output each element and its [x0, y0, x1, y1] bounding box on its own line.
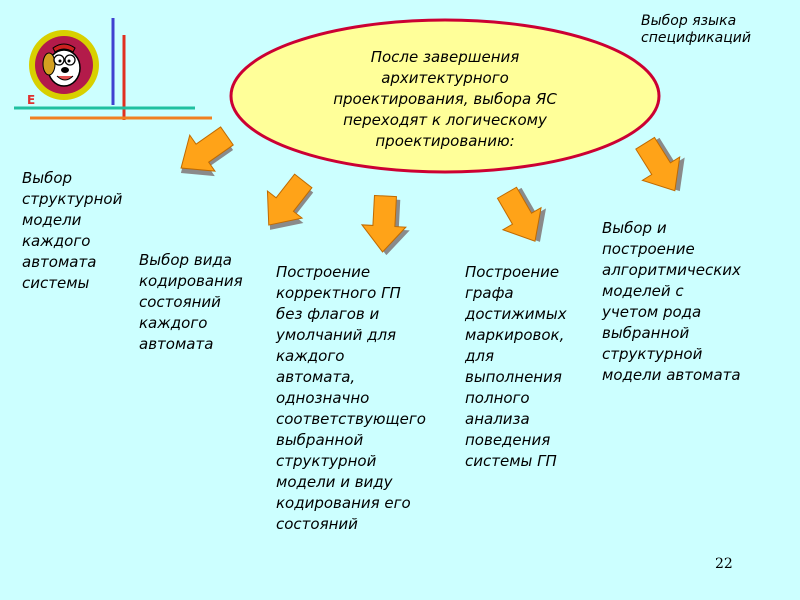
spec-language-label: Выбор языка спецификаций — [641, 13, 751, 46]
arrow-icon — [167, 117, 241, 192]
branch-correct-gp: Построение корректного ГП без флагов и у… — [276, 263, 426, 533]
arrow-icon — [360, 194, 412, 257]
branch-algorithmic-models: Выбор и построение алгоритмических модел… — [602, 219, 741, 384]
logo-letter: E — [27, 93, 36, 107]
arrow-icon — [626, 131, 699, 203]
branch-state-encoding: Выбор вида кодирования состояний каждого… — [139, 251, 243, 353]
central-statement: После завершения архитектурного проектир… — [333, 48, 557, 150]
slide-number: 22 — [715, 556, 733, 572]
arrow-icon — [250, 166, 322, 244]
arrow-icon — [487, 181, 560, 253]
cartoon-dog-logo-icon — [29, 30, 99, 100]
branch-reachability-graph: Построение графа достижимых маркировок, … — [465, 263, 567, 470]
branch-structural-model: Выбор структурной модели каждого автомат… — [22, 169, 123, 292]
